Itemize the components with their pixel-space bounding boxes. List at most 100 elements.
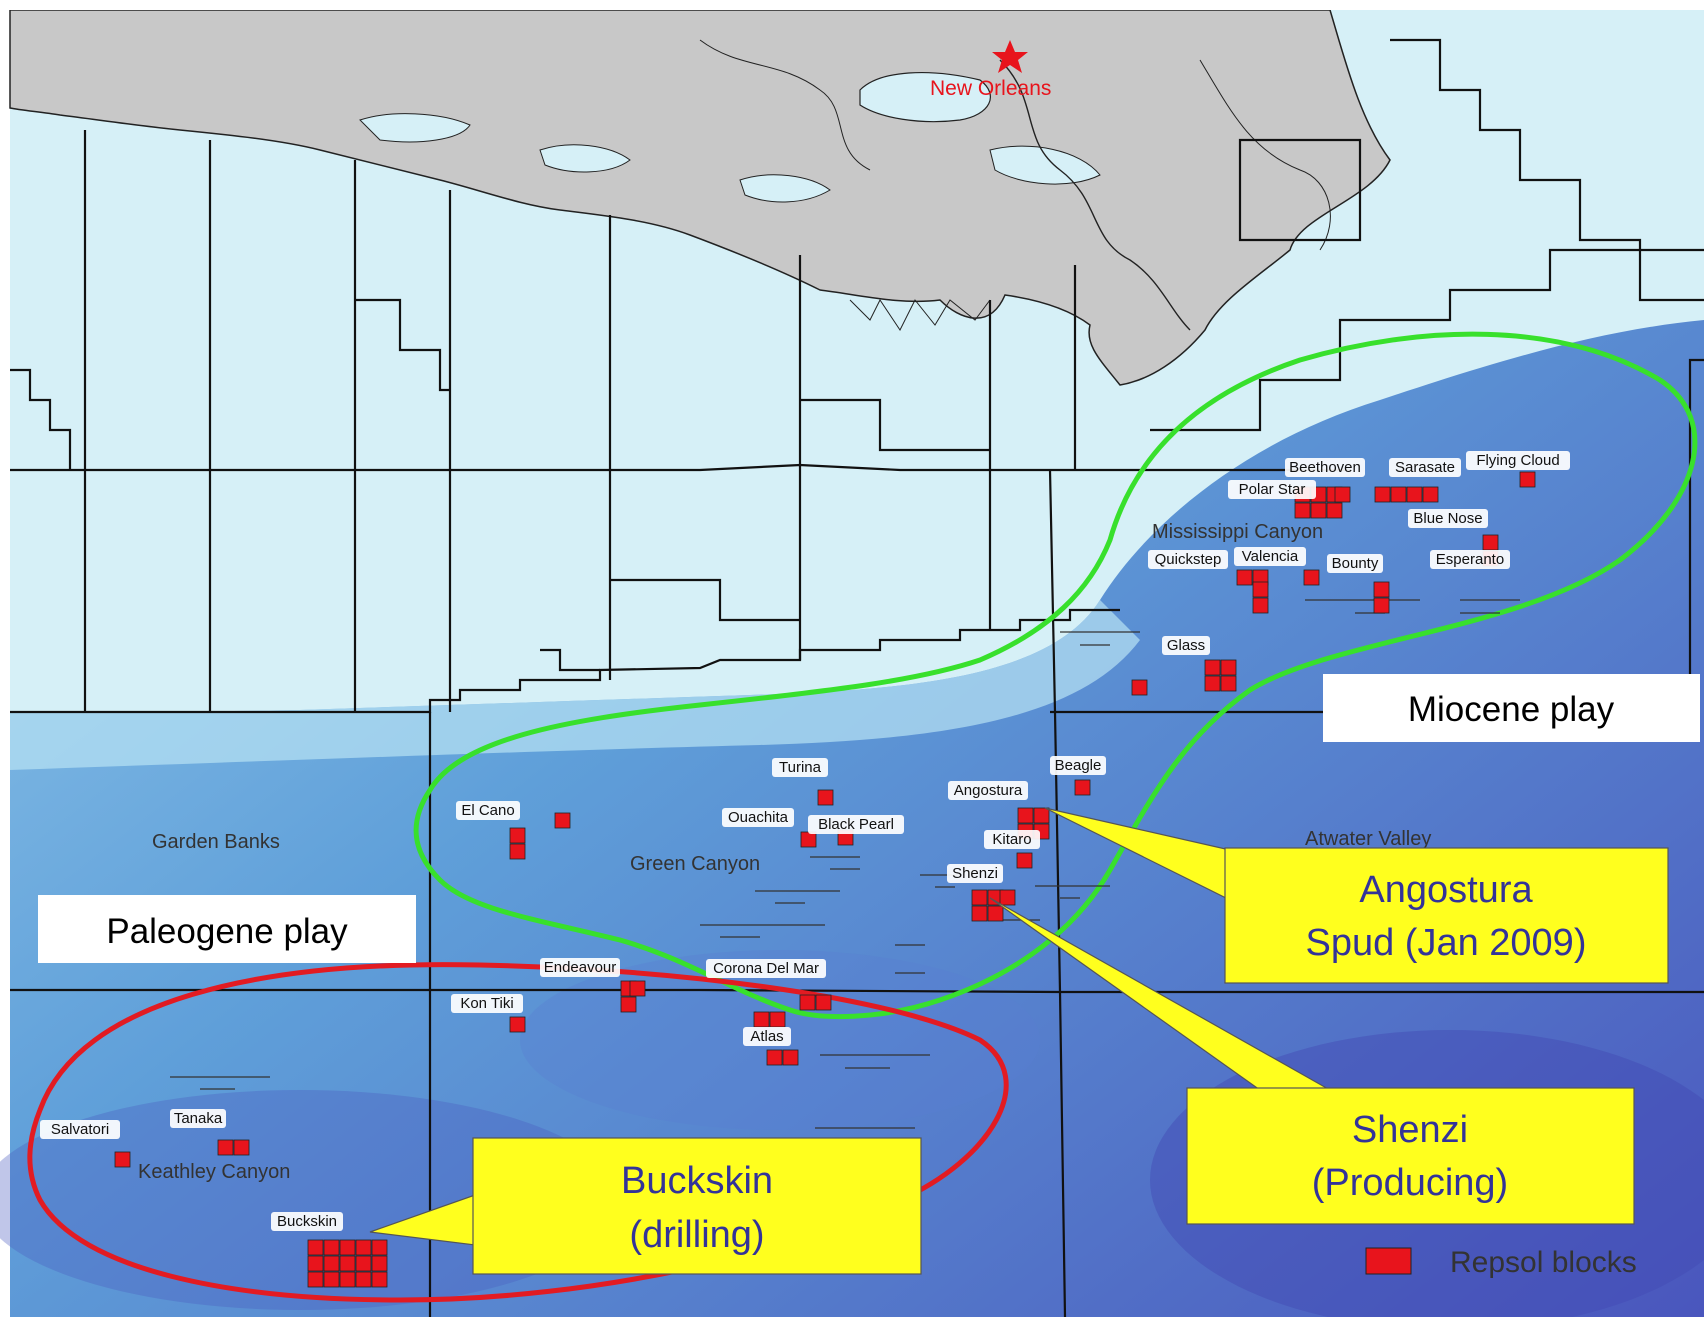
field-name: Endeavour (544, 959, 617, 976)
repsol-block (971, 889, 988, 906)
repsol-block (1017, 807, 1034, 824)
area-mississippi-canyon: Mississippi Canyon (1152, 521, 1323, 543)
repsol-block (371, 1271, 388, 1288)
miocene-play-label-box: Miocene play (1323, 674, 1700, 742)
field-label-background (1408, 509, 1488, 528)
repsol-block (1294, 502, 1311, 519)
repsol-block (307, 1239, 324, 1256)
field-name: Buckskin (277, 1213, 337, 1230)
field-label-background (743, 1027, 791, 1046)
field-label: Buckskin (271, 1212, 343, 1231)
lake-pontchartrain (859, 71, 991, 123)
field-label: Ouachita (722, 808, 794, 827)
field-label: Corona Del Mar (706, 959, 826, 978)
repsol-block (1252, 597, 1269, 614)
field-name: Ouachita (728, 809, 789, 826)
star-icon (992, 40, 1028, 73)
area-atwater-valley: Atwater Valley (1305, 828, 1431, 850)
buckskin-callout-status: (drilling) (629, 1214, 764, 1256)
field-label: El Cano (456, 801, 520, 820)
field-label: Esperanto (1430, 550, 1510, 569)
field-label: Sarasate (1389, 458, 1461, 477)
repsol-blocks (114, 471, 1536, 1288)
repsol-block (509, 1016, 526, 1033)
repsol-block (753, 1011, 770, 1028)
field-name: Kitaro (992, 831, 1031, 848)
field-label-background (1466, 451, 1570, 470)
repsol-block (1334, 486, 1351, 503)
repsol-block (1220, 659, 1237, 676)
field-name: Salvatori (51, 1121, 109, 1138)
field-label-background (1327, 554, 1383, 573)
field-label: Tanaka (170, 1109, 226, 1128)
field-label: Kon Tiki (451, 994, 523, 1013)
repsol-block (620, 996, 637, 1013)
field-name: Bounty (1332, 555, 1379, 572)
paleogene-play-label: Paleogene play (106, 912, 348, 951)
field-label-background (540, 958, 620, 977)
field-name: Atlas (750, 1028, 783, 1045)
field-name: Flying Cloud (1476, 452, 1559, 469)
field-name: Shenzi (952, 865, 998, 882)
area-garden-banks: Garden Banks (152, 831, 280, 853)
field-name: Glass (1167, 637, 1205, 654)
repsol-block (554, 812, 571, 829)
field-name: Tanaka (174, 1110, 223, 1127)
area-labels: Mississippi Canyon Green Canyon Garden B… (138, 521, 1431, 1183)
field-name: El Cano (461, 802, 514, 819)
repsol-block (233, 1139, 250, 1156)
field-label: Polar Star (1228, 480, 1316, 499)
repsol-block (1482, 534, 1499, 551)
shenzi-callout-status: (Producing) (1312, 1162, 1508, 1204)
field-label-background (170, 1109, 226, 1128)
field-label: Black Pearl (808, 815, 904, 834)
repsol-block (987, 905, 1004, 922)
repsol-block (355, 1255, 372, 1272)
repsol-block (1252, 581, 1269, 598)
field-label: Blue Nose (1408, 509, 1488, 528)
repsol-block (1074, 779, 1091, 796)
paleogene-play-label-box: Paleogene play (38, 895, 416, 963)
field-name: Esperanto (1436, 551, 1504, 568)
paleogene-play-outline (27, 962, 1009, 1303)
repsol-block (509, 827, 526, 844)
repsol-block (971, 905, 988, 922)
legend-swatch (1365, 1247, 1412, 1275)
miocene-play-label: Miocene play (1408, 690, 1615, 729)
field-name: Blue Nose (1413, 510, 1482, 527)
field-name: Corona Del Mar (713, 960, 819, 977)
field-name: Beagle (1055, 757, 1102, 774)
repsol-block (217, 1139, 234, 1156)
field-label: Angostura (948, 781, 1028, 800)
field-label-background (1148, 550, 1228, 569)
repsol-block (371, 1255, 388, 1272)
repsol-block (1373, 581, 1390, 598)
repsol-block (1204, 659, 1221, 676)
legend-label: Repsol blocks (1450, 1246, 1637, 1279)
repsol-block (629, 980, 646, 997)
repsol-block (799, 994, 816, 1011)
field-name: Black Pearl (818, 816, 894, 833)
repsol-block (999, 889, 1016, 906)
angostura-callout-status: Spud (Jan 2009) (1306, 922, 1587, 964)
repsol-block (323, 1239, 340, 1256)
shenzi-callout: Shenzi (Producing) (1186, 1087, 1635, 1225)
repsol-block (509, 843, 526, 860)
repsol-block (114, 1151, 131, 1168)
field-label-background (1285, 458, 1365, 477)
field-label-background (722, 808, 794, 827)
repsol-block (1326, 502, 1343, 519)
repsol-block (323, 1255, 340, 1272)
legend: Repsol blocks (1365, 1246, 1637, 1279)
repsol-block (1422, 486, 1439, 503)
city-marker: New Orleans (930, 40, 1051, 100)
field-label-background (451, 994, 523, 1013)
buckskin-callout: Buckskin (drilling) (472, 1137, 922, 1275)
field-label: Beagle (1050, 756, 1106, 775)
repsol-block (1373, 597, 1390, 614)
repsol-block (1131, 679, 1148, 696)
repsol-block (1303, 569, 1320, 586)
repsol-block (817, 789, 834, 806)
repsol-block (339, 1271, 356, 1288)
